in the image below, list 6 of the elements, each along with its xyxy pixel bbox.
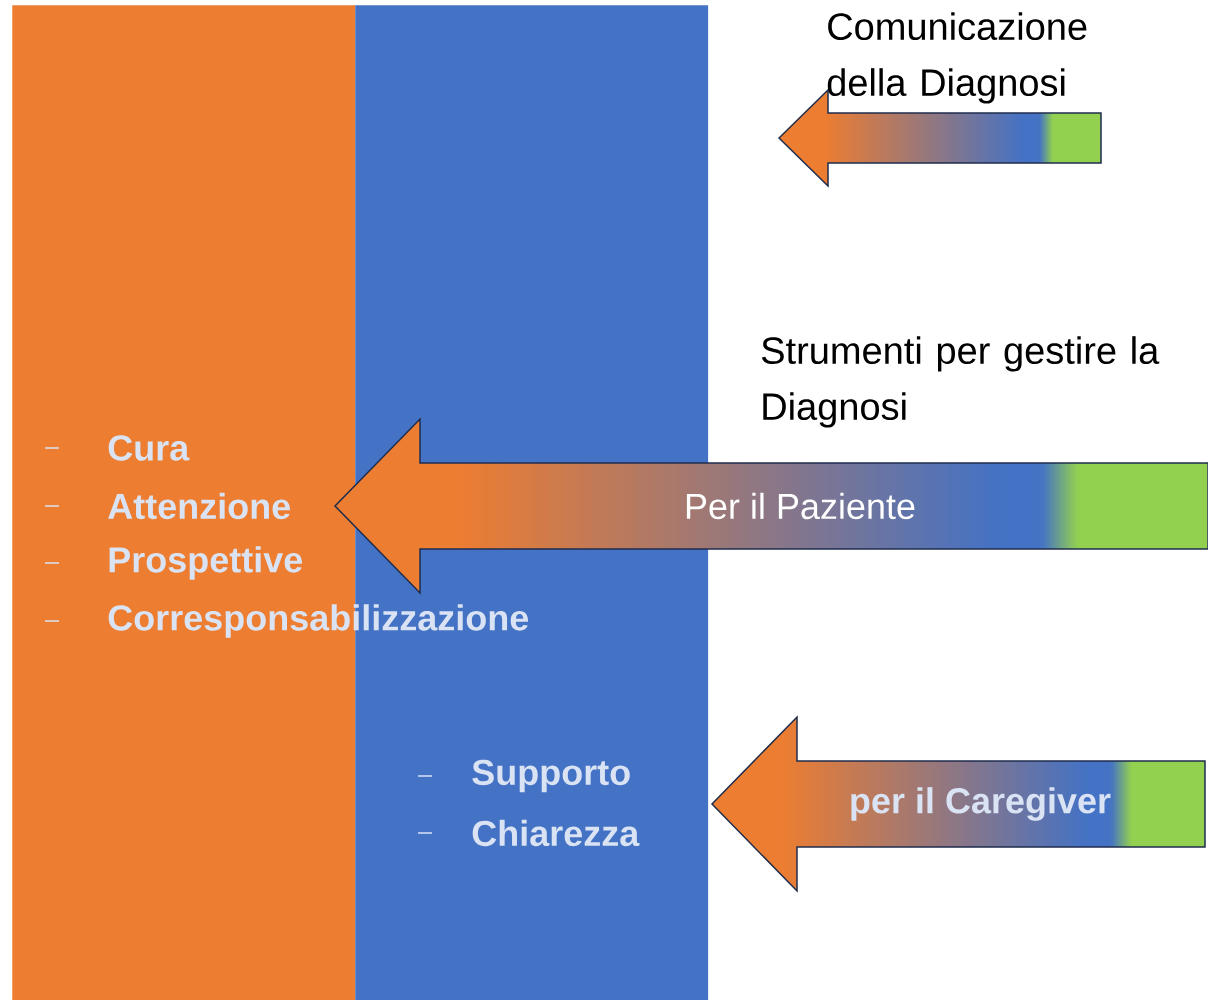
list-item: Chiarezza — [417, 819, 640, 847]
list-item: Cura — [44, 435, 190, 461]
list-item: Prospettive — [44, 546, 303, 580]
heading: Comunicazione della Diagnosi — [827, 12, 1087, 104]
list-item: Supporto — [417, 759, 630, 793]
list-item: Attenzione — [44, 492, 290, 520]
